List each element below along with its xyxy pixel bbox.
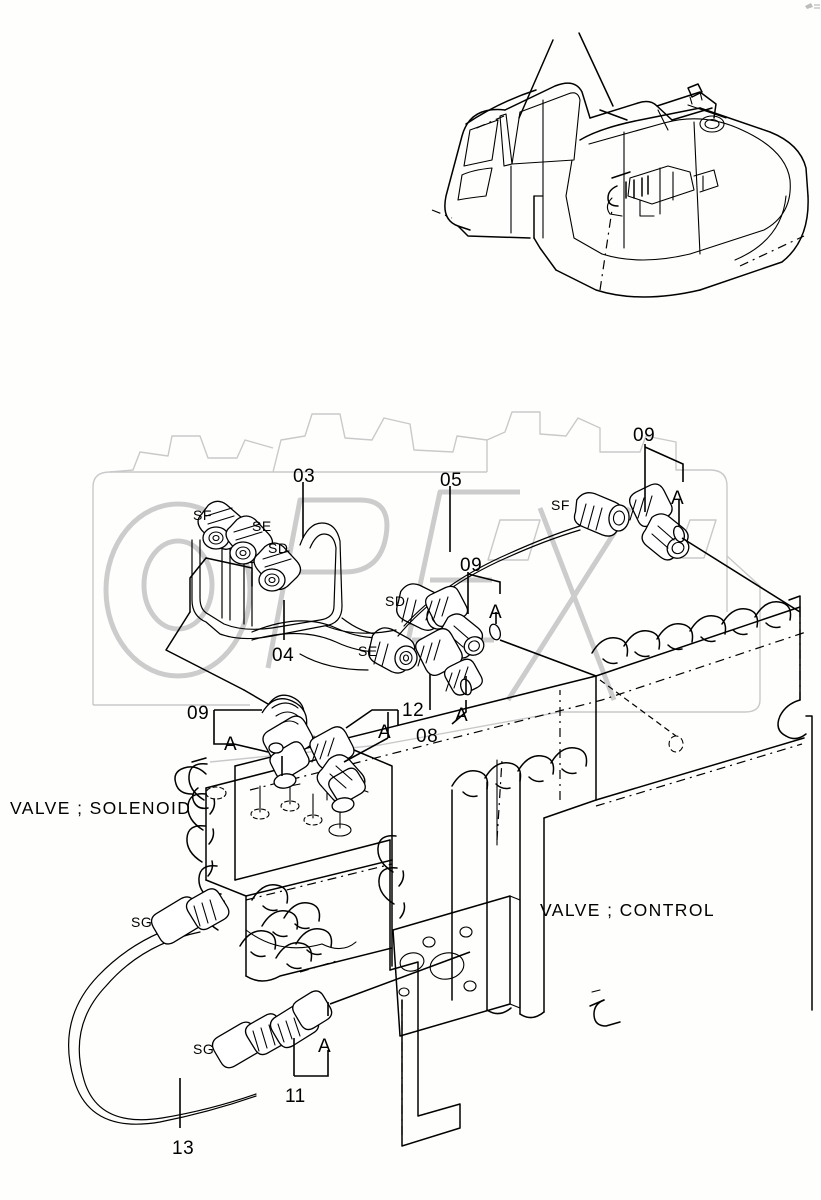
callout-03: 03 <box>293 466 316 487</box>
port-label-sf-2: SF <box>551 497 570 513</box>
port-label-sd-2: SD <box>385 593 406 609</box>
elbow-fitting-09-left <box>261 694 314 789</box>
oring-letter-a-08: A <box>455 705 468 726</box>
callout-05: 05 <box>440 470 463 491</box>
port-label-sf-1: SF <box>193 507 212 523</box>
title-valve-solenoid: VALVE ; SOLENOID <box>10 798 192 818</box>
leader-lines <box>179 444 801 1128</box>
callout-08: 08 <box>416 726 439 747</box>
connector-11 <box>269 990 333 1049</box>
callout-09-left: 09 <box>187 703 210 724</box>
oring-letter-a-11: A <box>318 1036 331 1057</box>
valve-cluster-inset <box>606 165 719 217</box>
hose-end-sf-2 <box>573 492 630 537</box>
callout-09-top-right: 09 <box>633 425 656 446</box>
title-valve-control: VALVE ; CONTROL <box>540 900 715 920</box>
oring-letter-a-center: A <box>378 722 391 743</box>
port-label-se-1: SE <box>252 518 272 534</box>
port-label-sd-1: SD <box>268 540 289 556</box>
hose-assembly-13 <box>68 888 289 1125</box>
hose-end-sg-1 <box>150 888 230 945</box>
excavator-illustration <box>431 32 809 298</box>
connector-12 <box>415 628 483 696</box>
hose-assembly-03-04 <box>165 500 401 705</box>
oring-letter-a-mid: A <box>489 602 502 623</box>
port-label-se-2: SE <box>358 643 378 659</box>
control-valve-body <box>234 595 813 1147</box>
callout-13: 13 <box>172 1138 195 1159</box>
elbow-fitting-08 <box>309 726 366 813</box>
oring-letter-a-top-right: A <box>671 488 684 509</box>
callout-09-mid: 09 <box>460 555 483 576</box>
elbow-fitting-09-top-right <box>628 483 690 561</box>
hose-assembly-05 <box>397 492 630 637</box>
hose-end-sd-1 <box>253 542 302 592</box>
oring-letter-a-left: A <box>224 734 237 755</box>
callout-11: 11 <box>285 1086 306 1107</box>
callout-12: 12 <box>402 700 425 721</box>
corner-artifact <box>805 3 820 9</box>
port-label-sg-1: SG <box>131 914 153 930</box>
callout-04: 04 <box>272 645 295 666</box>
port-label-sg-2: SG <box>193 1041 215 1057</box>
